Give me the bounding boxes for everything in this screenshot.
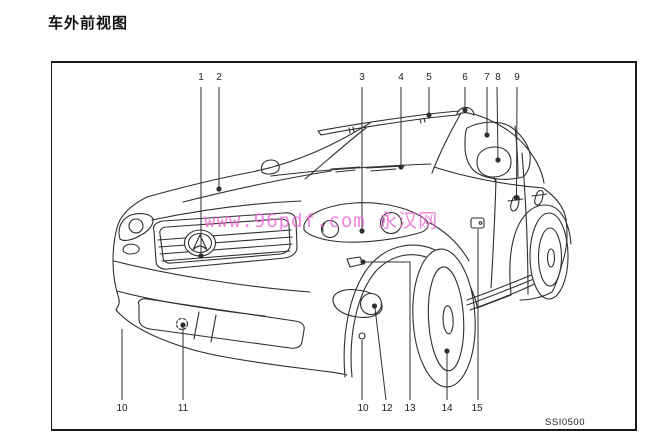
leader-lines — [121, 86, 520, 401]
side-reflector — [470, 217, 485, 229]
side-window — [464, 121, 531, 180]
callout-4: 4 — [398, 72, 404, 83]
callout-10-left: 10 — [116, 403, 128, 414]
right-headlight — [303, 202, 429, 243]
bumper-sensor — [358, 332, 366, 340]
fog-lamp — [359, 292, 383, 316]
left-headlight — [118, 213, 154, 241]
roof-rail — [317, 110, 460, 136]
callout-3: 3 — [359, 72, 365, 83]
wiper-blades — [330, 165, 405, 173]
page-title: 车外前视图 — [48, 15, 129, 32]
callout-6: 6 — [462, 72, 468, 83]
callout-7: 7 — [484, 72, 490, 83]
figure-code: SSI0500 — [545, 417, 585, 428]
callout-11: 11 — [177, 403, 189, 414]
callout-15: 15 — [471, 403, 483, 414]
callout-12: 12 — [381, 403, 393, 414]
callout-1: 1 — [198, 72, 204, 83]
callout-14: 14 — [441, 403, 453, 414]
rear-door-handle — [531, 190, 548, 206]
callout-10-right: 10 — [357, 403, 369, 414]
roof-antenna — [456, 106, 475, 116]
callout-13: 13 — [404, 403, 416, 414]
callout-5: 5 — [426, 72, 432, 83]
fog-lamp-housing — [332, 289, 383, 318]
cowl-line — [270, 163, 432, 177]
watermark: www.96pdf.com 永汉网 — [204, 210, 439, 232]
body-sweep-line — [146, 122, 371, 198]
tow-hook-cover — [175, 317, 189, 331]
callout-8: 8 — [495, 72, 501, 83]
front-grille — [152, 212, 298, 270]
callout-9: 9 — [514, 72, 520, 83]
callout-2: 2 — [216, 72, 222, 83]
outside-mirror — [476, 146, 512, 178]
